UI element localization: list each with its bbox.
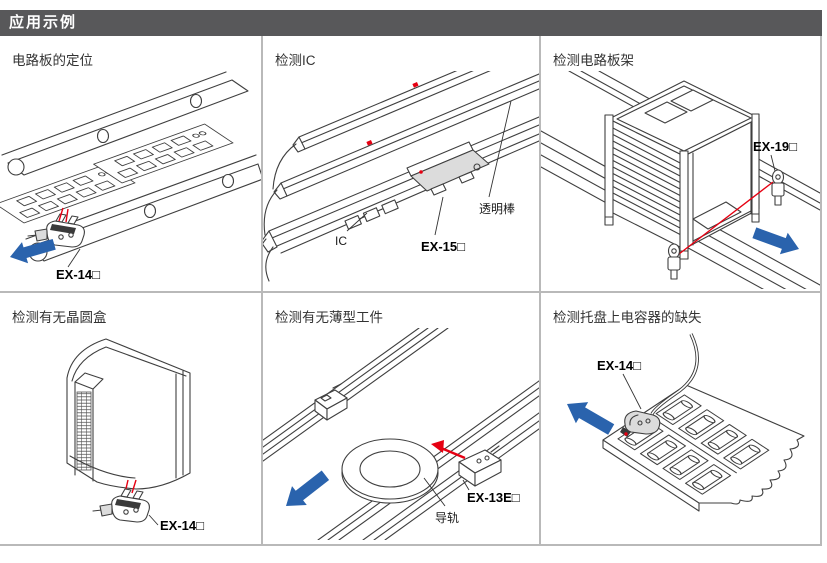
sensor-model-label: EX-14□: [597, 358, 641, 373]
leader-line: [423, 477, 446, 507]
ring-workpiece: [341, 438, 439, 504]
panel-pcb-positioning: 电路板的定位: [0, 36, 263, 293]
beam-spot: [412, 81, 419, 88]
sensor-model-label: EX-19□: [753, 139, 797, 154]
sensor-ex14-drawing: [92, 488, 150, 523]
panel-detect-ic: 检测IC: [263, 36, 541, 293]
sensor-drawing: [314, 383, 348, 421]
panel-detect-capacitors-tray: 检测托盘上电容器的缺失: [541, 293, 822, 546]
sensor-model-label: EX-14□: [56, 267, 100, 282]
sensor-ex15-drawing: [406, 141, 490, 196]
pcb-rack-drawing: [604, 80, 760, 260]
sensing-beam: [58, 207, 69, 223]
sensor-model-label: EX-15□: [421, 239, 465, 254]
sensor-ex13e-drawing: [458, 445, 502, 487]
ic-label: IC: [335, 234, 347, 248]
leader-line: [434, 196, 444, 236]
sensor-cable: [650, 333, 699, 415]
leader-line: [148, 514, 159, 526]
panel-title: 检测有无晶圆盒: [12, 310, 107, 325]
tube-label: 透明棒: [479, 202, 515, 216]
panel-title: 电路板的定位: [12, 53, 93, 68]
panel-title: 检测IC: [275, 53, 316, 68]
leader-line: [346, 212, 368, 232]
pcb-positioning-illustration: EX-14□: [0, 71, 261, 282]
leader-line: [462, 479, 470, 491]
direction-arrow-left: [567, 402, 615, 435]
sensor-model-label: EX-14□: [160, 518, 204, 533]
ic-tube: [263, 73, 539, 236]
sensing-beam: [678, 181, 774, 255]
sensor-ex19-drawing: [771, 169, 785, 206]
detect-pcb-rack-illustration: EX-19□: [541, 71, 820, 289]
sensing-beam: [431, 440, 466, 460]
capacitor-tray-drawing: [602, 384, 805, 512]
panel-title: 检测托盘上电容器的缺失: [553, 310, 702, 325]
detect-ic-illustration: IC EX-15□ 透明棒: [263, 71, 539, 282]
section-header: 应用示例: [0, 10, 822, 36]
direction-arrow-left: [286, 470, 330, 506]
direction-arrow-right: [752, 227, 799, 255]
sensor-ex14-drawing: [620, 410, 661, 437]
leader-line: [488, 100, 512, 198]
panel-title: 检测有无薄型工件: [275, 310, 383, 325]
pcb-board: [93, 123, 234, 184]
direction-arrow-left: [10, 239, 56, 264]
guide-rail-lines: [263, 328, 539, 540]
leader-line: [67, 248, 81, 268]
conveyor-rails: [1, 71, 249, 176]
panel-detect-pcb-rack: 检测电路板架: [541, 36, 822, 293]
application-examples-grid: 电路板的定位: [0, 36, 822, 546]
wafer-cassette-drawing: [66, 338, 191, 490]
sensor-ex14-drawing: [27, 213, 85, 248]
ic-chips: [344, 199, 399, 230]
leader-line: [770, 154, 776, 172]
section-title: 应用示例: [9, 14, 78, 31]
thin-workpiece-illustration: EX-13E□ 导轨: [263, 328, 539, 540]
panel-detect-wafer-cassette: 检测有无晶圆盒: [0, 293, 263, 546]
panel-title: 检测电路板架: [553, 53, 634, 68]
panel-detect-thin-workpiece: 检测有无薄型工件: [263, 293, 541, 546]
beam-spot: [366, 139, 373, 146]
leader-line: [622, 373, 642, 410]
ic-tube: [272, 71, 491, 190]
ic-tube: [263, 116, 539, 282]
sensor-ex19-drawing: [667, 243, 681, 280]
sensor-model-label: EX-13E□: [467, 490, 520, 505]
rail-label: 导轨: [435, 511, 459, 525]
capacitor-tray-illustration: EX-14□: [567, 333, 805, 512]
wafer-cassette-illustration: EX-14□: [66, 338, 204, 533]
